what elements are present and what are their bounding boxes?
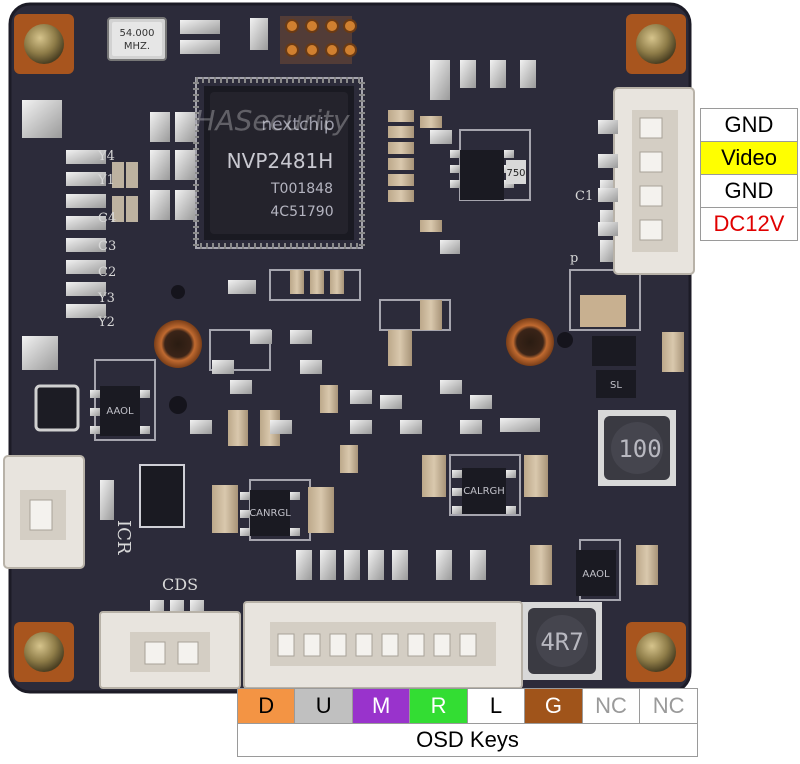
osd-key-2: U: [294, 688, 353, 724]
silk-p: p: [570, 251, 578, 266]
pin-label-4: DC12V: [700, 207, 798, 241]
osd-connector: [243, 601, 523, 689]
inductor-4r7: 4R7: [522, 602, 602, 680]
silk-c3: C3: [98, 239, 116, 254]
osd-key-8: NC: [639, 688, 698, 724]
crystal-oscillator: 54.000 MHZ.: [107, 17, 167, 61]
silk-y4: Y4: [97, 149, 115, 164]
inductor-small-left: [34, 384, 80, 432]
watermark: HASecurity: [194, 104, 350, 137]
silk-icr: ICR: [113, 520, 134, 555]
left-passives: [66, 18, 268, 318]
inductor-100: 100: [598, 410, 676, 486]
silk-c2: C2: [98, 265, 116, 280]
silk-c4: C4: [98, 211, 116, 226]
small-ics: 750 SL AAOL AAOL CALRGH CANRGL: [90, 150, 636, 596]
chip-code-2: 4C51790: [270, 204, 333, 220]
silk-cds: CDS: [162, 575, 198, 594]
test-pad-header: [280, 16, 357, 64]
silk-y1: Y1: [97, 173, 115, 188]
small-ic-aaol-2: AAOL: [582, 569, 610, 580]
corner-mounts: [14, 14, 686, 682]
small-ic-aaol-1: AAOL: [106, 406, 134, 417]
small-ic-calrgh: CALRGH: [463, 486, 505, 497]
power-video-connector: [598, 87, 695, 275]
pin-label-3: GND: [700, 174, 798, 208]
osd-key-6: G: [524, 688, 583, 724]
inductor-4r7-label: 4R7: [540, 628, 583, 656]
small-ic-sl: SL: [610, 380, 622, 391]
main-chip-nvp2481h: nextchip NVP2481H T001848 4C51790: [193, 77, 365, 249]
small-ic-canrgl: CANRGL: [249, 508, 291, 519]
chip-model: NVP2481H: [227, 149, 334, 173]
mount-hole-left: [154, 320, 202, 368]
center-passives: [100, 60, 684, 622]
inductor-100-label: 100: [618, 435, 661, 463]
osd-key-7: NC: [581, 688, 641, 724]
osd-key-3: M: [351, 688, 411, 724]
mount-hole-right: [506, 318, 554, 366]
silk-y2: Y2: [97, 315, 115, 330]
edge-pads-left: [22, 100, 62, 370]
pin-label-2: Video: [700, 141, 798, 175]
pin-label-1: GND: [700, 108, 798, 142]
chip-brand: nextchip: [261, 115, 334, 135]
silk-y3: Y3: [97, 291, 115, 306]
osd-key-4: R: [409, 688, 468, 724]
silk-c1: C1: [575, 189, 593, 204]
chip-code-1: T001848: [270, 181, 333, 197]
icr-connector: [3, 455, 85, 569]
crystal-label-line2: MHZ.: [124, 41, 150, 52]
osd-key-1: D: [236, 688, 296, 724]
osd-key-5: L: [466, 688, 526, 724]
osd-keys-title: OSD Keys: [237, 723, 698, 757]
crystal-label-line1: 54.000: [120, 28, 155, 39]
small-ic-750: 750: [506, 168, 525, 179]
cds-connector: [99, 611, 241, 689]
